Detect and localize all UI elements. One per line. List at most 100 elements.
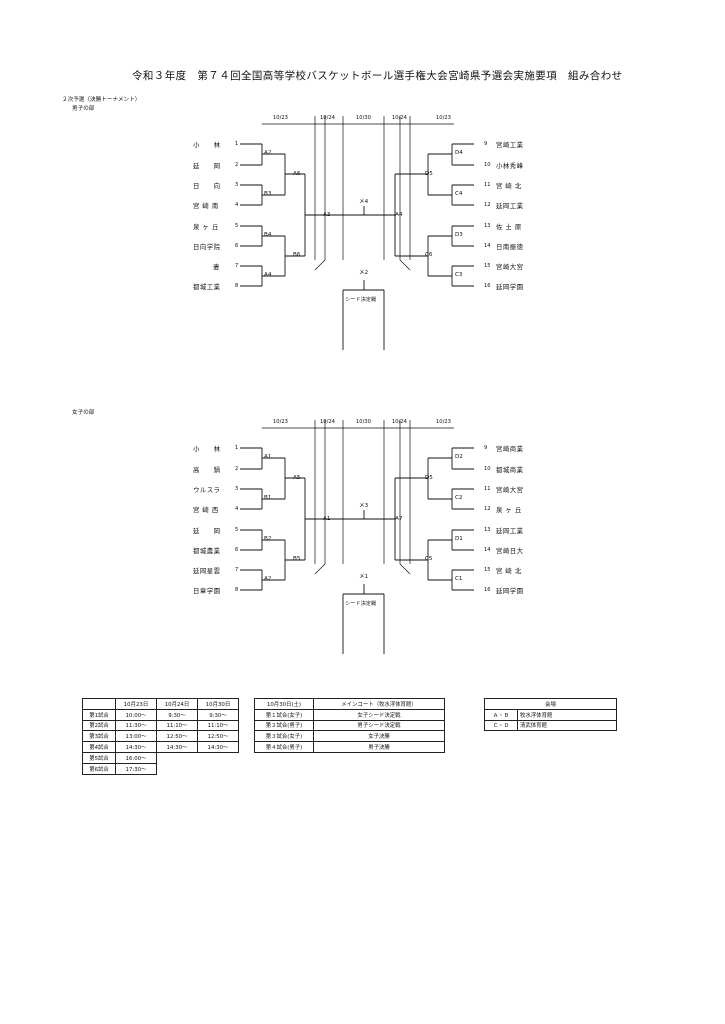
boys-date-5: 10/23 — [436, 115, 451, 121]
table-cell: 第6試合 — [82, 762, 116, 775]
match-label: A1 — [264, 454, 272, 460]
table-header: 10月24日 — [156, 698, 198, 710]
team-name: 宮崎商業 — [496, 445, 524, 453]
match-label: D4 — [455, 150, 463, 156]
girls-date-2: 10/24 — [320, 419, 335, 425]
table-cell: 女子決勝 — [313, 730, 445, 743]
table-cell: 第4試合 — [82, 741, 116, 753]
team-name: 高 鍋 — [193, 466, 221, 474]
girls-date-5: 10/23 — [436, 419, 451, 425]
team-name: 泉 ヶ 丘 — [496, 506, 522, 514]
team-number: 6 — [235, 547, 239, 553]
table-row: 第4試合 14:30～ 14:30～ 14:30～ — [82, 741, 239, 753]
table-row: 第6試合 17:30～ — [82, 762, 239, 775]
table-cell: 16:00～ — [115, 751, 157, 764]
team-number: 13 — [484, 527, 491, 533]
match-label: D5 — [425, 171, 433, 177]
team-name: 延岡工業 — [496, 202, 524, 210]
table-cell: Ｃ・Ｄ — [484, 719, 518, 732]
table-cell: 14:30～ — [197, 741, 239, 753]
table-cell: 男子シード決定戦 — [313, 719, 445, 732]
boys-bracket-lines — [240, 116, 474, 350]
match-label: A5 — [293, 475, 301, 481]
match-label: C6 — [425, 252, 433, 258]
table-cell: 第３試合(女子) — [254, 730, 314, 743]
table-header: メインコート（牧水浮体育館） — [313, 698, 445, 710]
section-subtitle: ２次予選（決勝トーナメント） — [62, 97, 141, 103]
team-name: 延岡星雲 — [193, 567, 221, 575]
team-number: 4 — [235, 506, 239, 512]
table-cell: 9:30～ — [197, 708, 239, 721]
table-row: Ａ・Ｂ 牧水浮体育館 — [484, 708, 617, 721]
team-number: 1 — [235, 141, 239, 147]
table-cell: 第5試合 — [82, 751, 116, 764]
team-name: 延 岡 — [193, 162, 221, 170]
table-row: 第3試合 13:00～ 12:50～ 12:50～ — [82, 730, 239, 743]
team-name: 宮崎工業 — [496, 141, 524, 149]
team-name: 宮 崎 北 — [496, 182, 522, 190]
team-number: 15 — [484, 263, 491, 269]
team-name: 延岡学園 — [496, 587, 524, 595]
match-label: D1 — [455, 536, 463, 542]
table-cell — [198, 763, 239, 774]
team-name: 都城商業 — [496, 466, 524, 474]
team-name: 宮崎日大 — [496, 547, 524, 555]
table-cell: 女子シード決定戦 — [313, 708, 445, 721]
team-number: 13 — [484, 223, 491, 229]
team-number: 8 — [235, 587, 239, 593]
team-number: 7 — [235, 567, 239, 573]
table-row: 第３試合(女子) 女子決勝 — [254, 730, 445, 743]
girls-section-label: 女子の部 — [72, 410, 95, 416]
table-cell — [82, 698, 116, 710]
boys-section-label: 男子の部 — [72, 106, 95, 112]
team-number: 10 — [484, 162, 491, 168]
match-label: A2 — [264, 576, 272, 582]
match-label: A1 — [323, 516, 331, 522]
boys-date-1: 10/23 — [273, 115, 288, 121]
table-cell: 17:30～ — [115, 762, 157, 775]
match-label: D2 — [455, 454, 463, 460]
table-cell: 12:50～ — [197, 730, 239, 743]
match-label: C4 — [455, 191, 463, 197]
team-number: 16 — [484, 587, 491, 593]
team-number: 5 — [235, 223, 239, 229]
table-row: 第2試合 11:30～ 11:10～ 11:10～ — [82, 719, 239, 732]
final-match-label: メ4 — [359, 199, 369, 205]
team-name: 小 林 — [193, 141, 221, 149]
match-label: C5 — [425, 556, 433, 562]
team-number: 11 — [484, 182, 491, 188]
table-cell — [157, 752, 198, 763]
match-label: D5 — [425, 475, 433, 481]
match-label: A7 — [395, 516, 403, 522]
table-header: 10月30日 — [197, 698, 239, 710]
table-cell: 12:50～ — [156, 730, 198, 743]
team-number: 7 — [235, 263, 239, 269]
seed-match-label: メ2 — [359, 270, 369, 276]
boys-date-4: 10/24 — [392, 115, 407, 121]
match-label: A6 — [293, 171, 301, 177]
table-cell: 11:10～ — [197, 719, 239, 732]
venue-table: 会場 Ａ・Ｂ 牧水浮体育館 Ｃ・Ｄ 清武体育館 — [484, 698, 617, 732]
table-row: 第１試合(女子) 女子シード決定戦 — [254, 708, 445, 721]
table-cell: 第２試合(男子) — [254, 719, 314, 732]
team-number: 1 — [235, 445, 239, 451]
team-number: 2 — [235, 466, 239, 472]
team-number: 12 — [484, 202, 491, 208]
table-row: 第２試合(男子) 男子シード決定戦 — [254, 719, 445, 732]
team-name: 小林秀峰 — [496, 162, 524, 170]
team-name: 日向学院 — [193, 243, 221, 251]
table-cell: Ａ・Ｂ — [484, 708, 518, 721]
table-cell: 第3試合 — [82, 730, 116, 743]
team-name: 延岡学園 — [496, 283, 524, 291]
schedule-table: 10月23日 10月24日 10月30日 第1試合 10:00～ 9:30～ 9… — [82, 698, 239, 775]
team-name: 都城工業 — [193, 283, 221, 291]
boys-date-3: 10/30 — [356, 115, 371, 121]
team-number: 3 — [235, 182, 239, 188]
girls-date-3: 10/30 — [356, 419, 371, 425]
team-name: 佐 土 原 — [496, 223, 522, 231]
table-cell: 牧水浮体育館 — [517, 708, 617, 721]
match-label: B3 — [264, 191, 272, 197]
table-header: 会場 — [484, 698, 617, 710]
table-cell: 14:30～ — [156, 741, 198, 753]
final-day-table: 10月30日(土) メインコート（牧水浮体育館） 第１試合(女子) 女子シード決… — [254, 698, 445, 753]
